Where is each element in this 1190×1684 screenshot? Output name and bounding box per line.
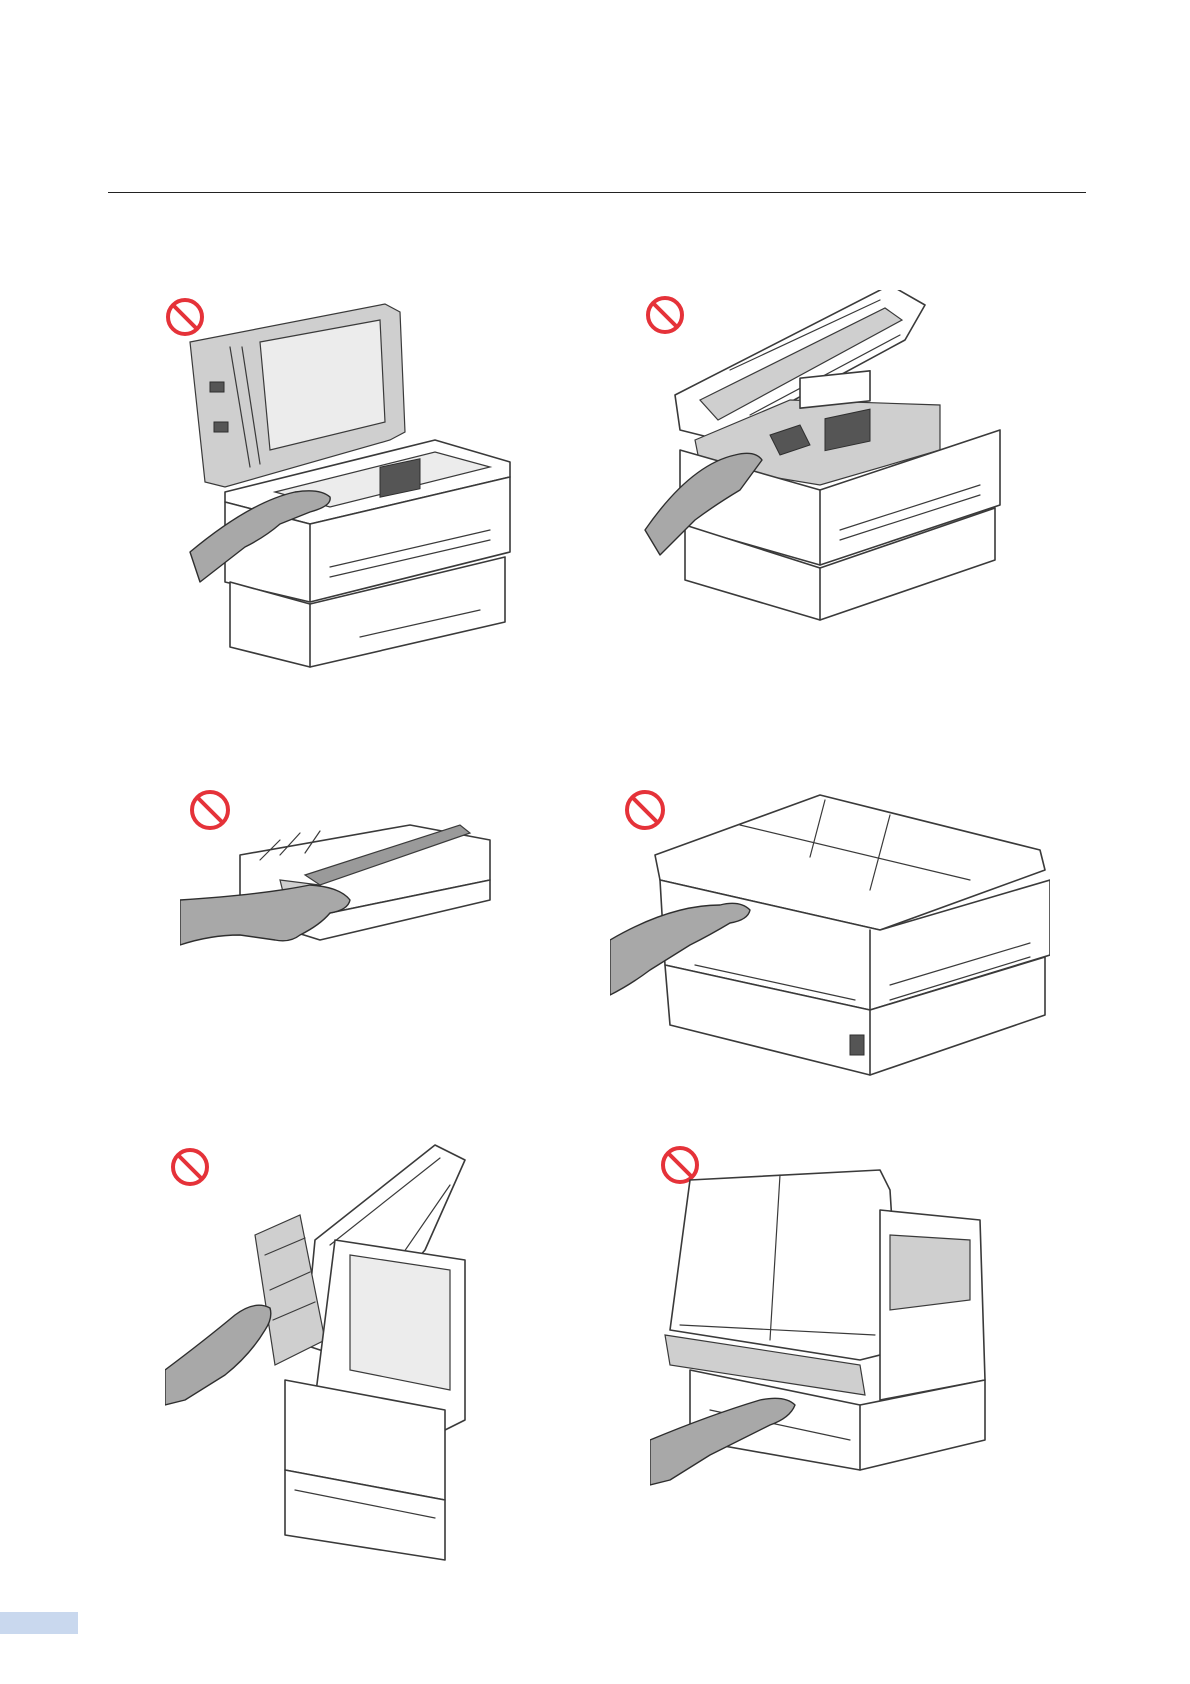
illustration-top-cover-open bbox=[640, 290, 1010, 640]
header-rule bbox=[108, 192, 1086, 193]
illustration-adf-side bbox=[165, 1140, 505, 1580]
illustration-front-grip bbox=[610, 785, 1050, 1095]
illustration-scanner-cover-open bbox=[160, 292, 520, 682]
illustration-paper-tray bbox=[180, 785, 500, 975]
page-tab bbox=[0, 1612, 78, 1634]
illustration-scanner-lid-tilted bbox=[650, 1140, 1020, 1510]
